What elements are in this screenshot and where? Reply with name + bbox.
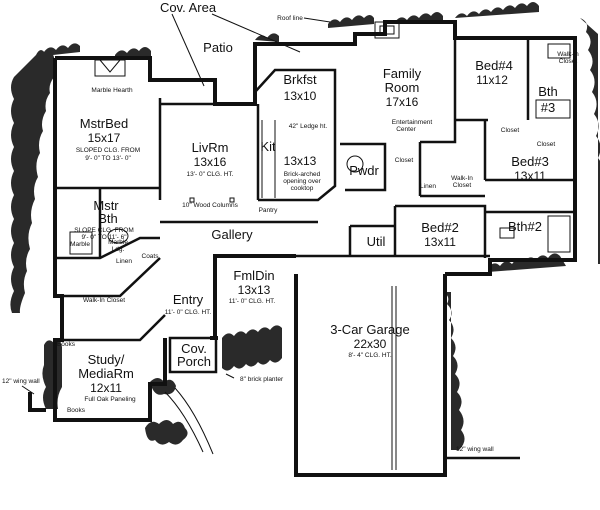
study-name-2: MediaRm (78, 366, 134, 381)
kit-name: Kit (260, 139, 276, 154)
brkfst-dim: 13x10 (284, 89, 317, 103)
linen-2: Linen (116, 258, 132, 265)
bth3-name-2: #3 (541, 100, 555, 115)
cov-porch-2: Porch (177, 354, 211, 369)
coats-label: Coats (142, 253, 160, 260)
mstr-bed-dim: 15x17 (88, 131, 121, 145)
cov-porch-1: Cov. (181, 341, 207, 356)
marble-tub-label: Marble (70, 241, 90, 248)
closet-3: Closet (395, 157, 414, 164)
mstr-bth-note-2: 9'- 0" TO 11'- 6" (81, 234, 127, 241)
entertainment-1: Entertainment (392, 119, 433, 126)
mstr-bed-note-1: SLOPED CLG. FROM (76, 147, 140, 154)
mstr-bth-name-1: Mstr (93, 198, 119, 213)
gallery-label: Gallery (211, 227, 253, 242)
brick-planter-label: 8" brick planter (240, 376, 284, 383)
entry-name: Entry (173, 292, 204, 307)
closet-1: Closet (501, 127, 520, 134)
entry-note: 11'- 0" CLG. HT. (165, 309, 212, 316)
books-2: Books (57, 341, 76, 348)
bed3-dim: 13x11 (514, 169, 546, 183)
pantry-label: Pantry (259, 207, 279, 214)
patio-label: Patio (203, 40, 233, 55)
walkin-bed4-2: Closet (559, 58, 578, 65)
bed2-dim: 13x11 (424, 235, 456, 249)
fmldin-dim: 13x13 (238, 283, 271, 297)
roof-line-label: Roof line (277, 15, 303, 22)
room-labels: Cov. Area Roof line Patio Brkfst 13x10 F… (2, 0, 579, 453)
brkfst-name: Brkfst (283, 72, 317, 87)
bed3-name: Bed#3 (511, 154, 549, 169)
entertainment-2: Center (396, 126, 416, 133)
walkin-bed3-2: Closet (453, 182, 472, 189)
garage-note: 8'- 4" CLG. HT. (348, 352, 391, 359)
mstr-bth-name-2: Bth (98, 211, 118, 226)
bed2-name: Bed#2 (421, 220, 459, 235)
fixture-details (28, 21, 571, 470)
bed4-name: Bed#4 (475, 58, 513, 73)
linen-1: Linen (420, 183, 436, 190)
garage-name: 3-Car Garage (330, 322, 409, 337)
util-label: Util (367, 234, 386, 249)
kit-note-1: Brick-arched (284, 171, 321, 178)
fmldin-name: FmlDin (233, 268, 274, 283)
books-1: Books (67, 407, 86, 414)
kit-note-2: opening over (283, 178, 321, 185)
kit-note-3: cooktop (291, 185, 314, 192)
marble-ledge-1: Marble (108, 239, 128, 246)
family-name-1: Family (383, 66, 422, 81)
marble-hearth-label: Marble Hearth (91, 87, 133, 94)
livrm-dim: 13x16 (194, 155, 227, 169)
family-name-2: Room (385, 80, 420, 95)
interior-walls (55, 38, 575, 342)
walkin-bed3-1: Walk-In (451, 175, 473, 182)
pwdr-label: Pwdr (349, 163, 379, 178)
closet-2: Closet (537, 141, 556, 148)
study-note: Full Oak Paneling (84, 396, 136, 403)
family-dim: 17x16 (386, 95, 419, 109)
study-name-1: Study/ (88, 352, 125, 367)
wing-wall-left: 12" wing wall (2, 378, 40, 385)
wood-columns-label: 10" Wood Columns (182, 202, 238, 209)
wing-wall-right: 12" wing wall (456, 446, 494, 453)
cov-area-label: Cov. Area (160, 0, 217, 15)
bed4-dim: 11x12 (476, 73, 508, 87)
walkin-closet-master: Walk-In Closet (83, 297, 125, 304)
garage-dim: 22x30 (354, 337, 387, 351)
mstr-bed-note-2: 9'- 0" TO 13'- 0" (85, 155, 131, 162)
leader-lines (21, 13, 331, 395)
ledge-label: 42" Ledge ht. (289, 123, 328, 130)
fmldin-note: 11'- 0" CLG. HT. (229, 298, 276, 305)
mstr-bed-name: MstrBed (80, 116, 128, 131)
bth3-name-1: Bth (538, 84, 558, 99)
bth2-name: Bth#2 (508, 219, 542, 234)
livrm-note: 13'- 0" CLG. HT. (187, 171, 234, 178)
walkin-bed4-1: Walk-in (557, 51, 579, 58)
livrm-name: LivRm (192, 140, 229, 155)
marble-ledge-2: Ldg. (112, 246, 125, 253)
kit-dim: 13x13 (284, 154, 317, 168)
mstr-bth-note-1: SLOPE CLG. FROM (74, 227, 134, 234)
study-dim: 12x11 (90, 381, 122, 395)
